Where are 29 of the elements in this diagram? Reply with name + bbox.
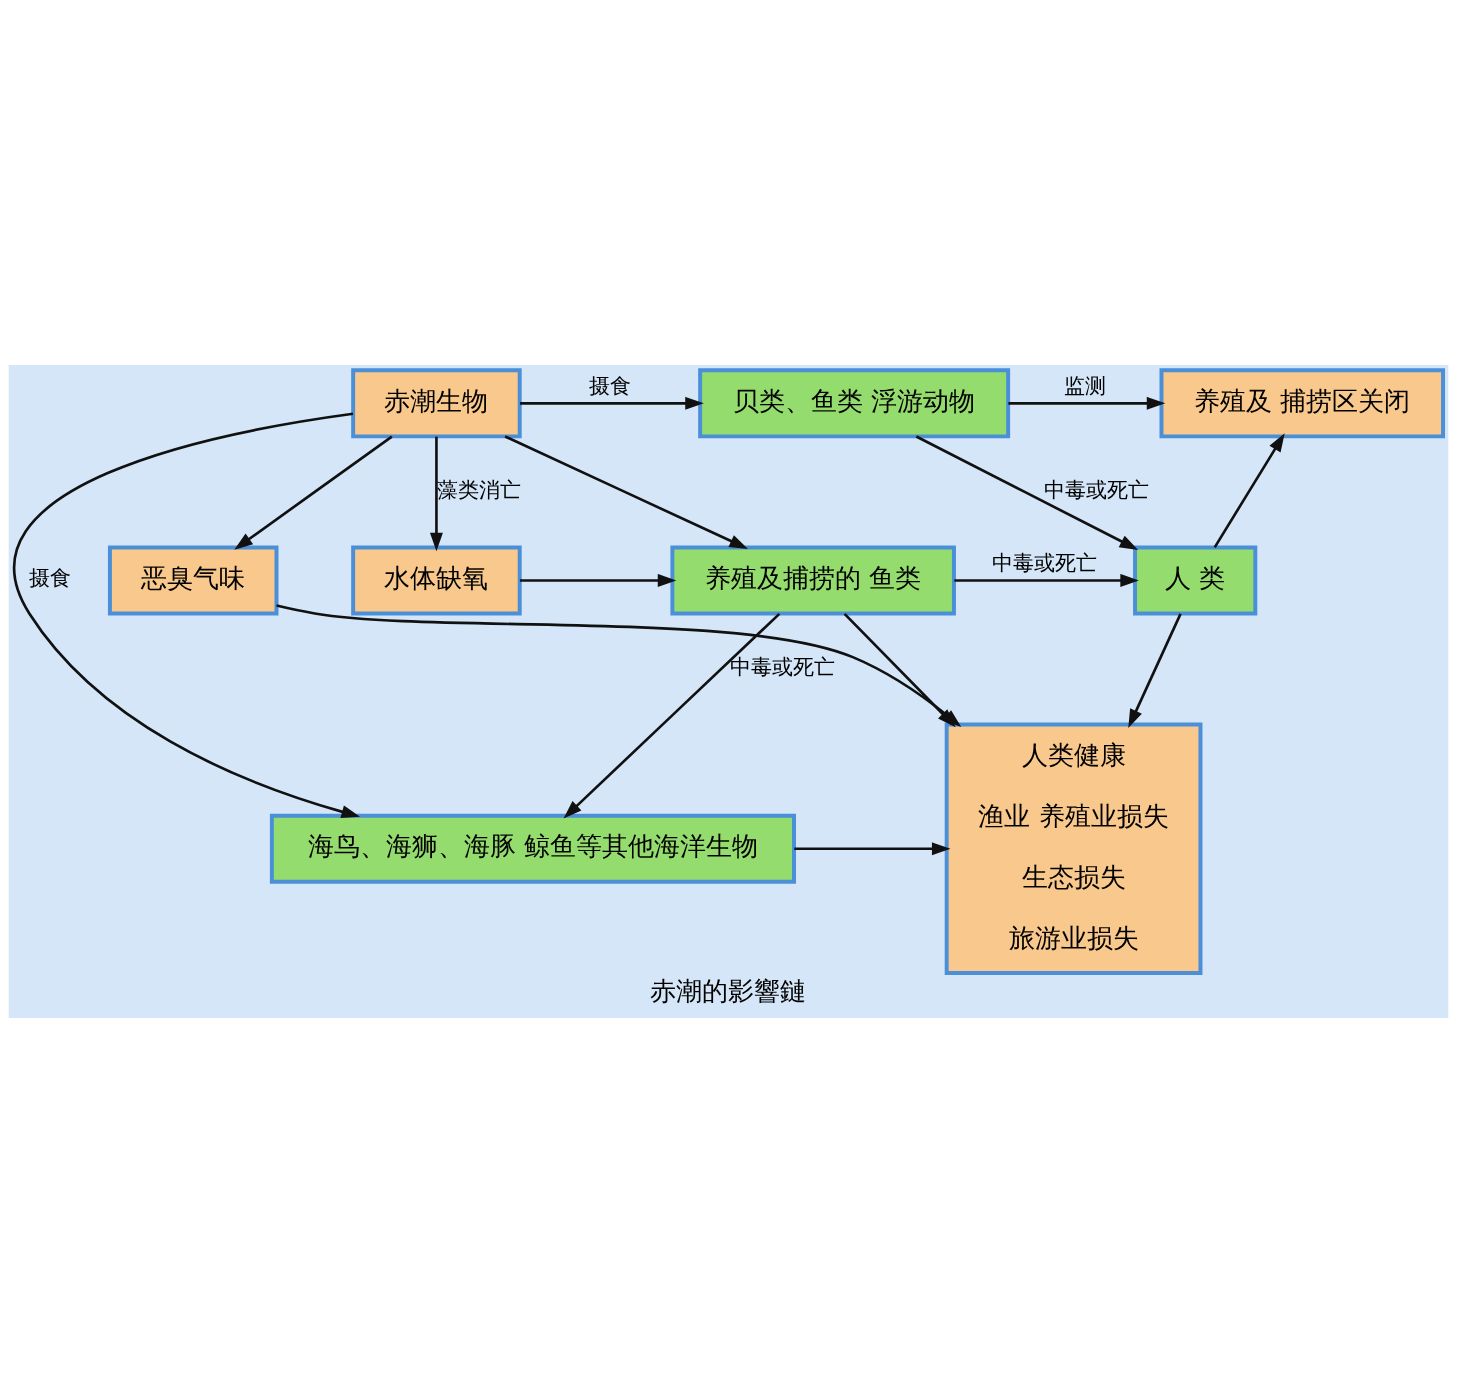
node-box: 人类健康 渔业 养殖业损失 生态损失 旅游业损失: [944, 722, 1203, 975]
node-box: 养殖及 捕捞区关闭: [1159, 367, 1445, 438]
node-box: 贝类、鱼类 浮游动物: [698, 367, 1011, 438]
caption: 赤潮的影響鏈: [650, 973, 807, 1005]
edge-label: 摄食: [588, 371, 631, 397]
node-box: 海鸟、海狮、海豚 鲸鱼等其他海洋生物: [269, 813, 796, 884]
node-box: 养殖及捕捞的 鱼类: [670, 544, 956, 615]
arrow: [915, 434, 1139, 550]
arrow: [563, 612, 781, 818]
edge-label: 监测: [1063, 371, 1106, 397]
arrow: [14, 411, 361, 818]
node-box: 水体缺氧: [351, 544, 522, 615]
edge-label: 中毒或死亡: [1044, 476, 1150, 502]
arrow: [519, 396, 704, 410]
arrow: [429, 436, 443, 551]
edge-label: 中毒或死亡: [991, 549, 1097, 575]
node-box: 赤潮生物: [351, 367, 522, 438]
edge-label: 中毒或死亡: [729, 653, 835, 679]
arrow: [794, 841, 951, 855]
arrow: [234, 435, 393, 550]
arrow: [1213, 432, 1285, 548]
arrow: [954, 573, 1139, 587]
arrow: [1008, 396, 1166, 410]
arrow: [519, 573, 677, 587]
node-box: 恶臭气味: [107, 544, 279, 615]
arrow: [504, 434, 748, 549]
edge-label: 摄食: [29, 564, 72, 590]
arrow: [1128, 612, 1182, 728]
node-box: 人 类: [1133, 544, 1258, 615]
